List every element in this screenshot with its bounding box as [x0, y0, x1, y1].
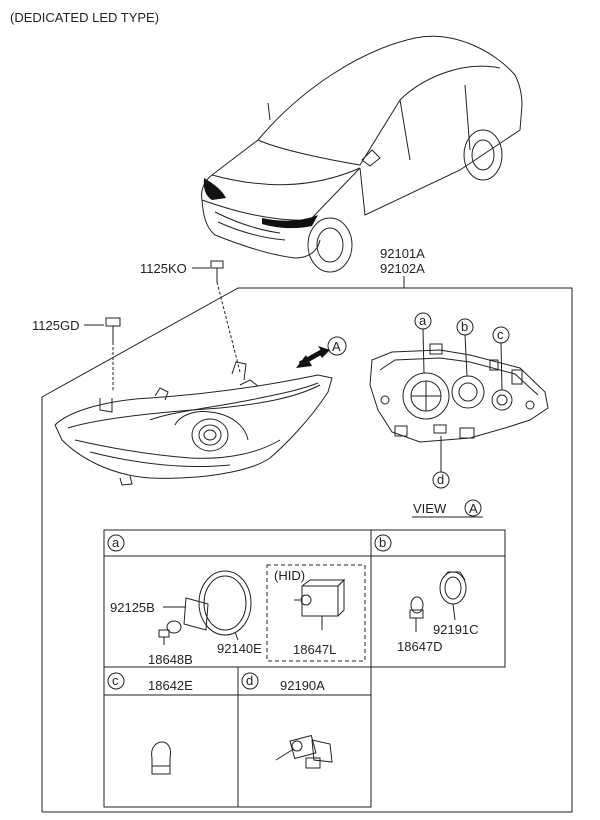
bulb-18647D-icon	[409, 596, 424, 632]
svg-text:c: c	[497, 327, 504, 342]
hid-label: (HID)	[274, 568, 305, 583]
parts-table	[103, 529, 506, 808]
car-illustration	[201, 35, 523, 273]
view-label: VIEW	[413, 501, 447, 516]
car-headlight-right	[262, 215, 318, 229]
hid-bulb-18647L-icon	[294, 578, 346, 630]
part-number-92190A: 92190A	[280, 678, 325, 693]
cell-d-circle	[241, 672, 259, 690]
headlamp-assembly	[54, 361, 333, 486]
view-a-arrow-letter: A	[332, 339, 341, 354]
callout-d: d	[432, 436, 450, 489]
ring-seal-92140E-icon	[198, 570, 252, 641]
diagram-title: (DEDICATED LED TYPE)	[10, 10, 159, 25]
part-number-92125B: 92125B	[110, 600, 155, 615]
socket-92191C-icon	[439, 571, 467, 621]
car-headlight-left	[203, 178, 226, 200]
actuator-92190A-icon	[275, 734, 333, 769]
svg-text:d: d	[437, 472, 444, 487]
cell-a-circle	[107, 534, 125, 552]
part-number-92140E: 92140E	[217, 641, 262, 656]
part-number-18647L: 18647L	[293, 642, 336, 657]
svg-text:a: a	[419, 313, 427, 328]
rear-housing-view-a	[369, 343, 549, 443]
callout-a: a	[414, 312, 432, 374]
view-a-arrow-icon	[296, 346, 330, 368]
cell-c-letter: c	[112, 673, 119, 688]
part-number-92101A: 92101A	[380, 246, 425, 261]
cell-b-letter: b	[379, 535, 386, 550]
part-number-1125GD: 1125GD	[32, 318, 79, 333]
part-number-18647D: 18647D	[397, 639, 443, 654]
view-letter-circle	[464, 499, 482, 517]
shield-plate-icon	[183, 597, 209, 631]
cell-a-letter: a	[112, 535, 120, 550]
bulb-18648B-icon	[158, 620, 182, 645]
bolt-1125GD-icon	[105, 317, 121, 392]
bulb-18642E-icon	[151, 741, 171, 775]
callout-b: b	[456, 318, 474, 377]
part-number-18642E: 18642E	[148, 678, 193, 693]
outline-frame	[41, 276, 573, 813]
part-number-18648B: 18648B	[148, 652, 193, 667]
cell-d-letter: d	[246, 673, 253, 688]
hid-dashed-box	[266, 564, 366, 662]
view-a-arrow-circle	[327, 336, 347, 356]
part-number-92191C: 92191C	[433, 622, 479, 637]
cell-b-circle	[374, 534, 392, 552]
part-number-92102A: 92102A	[380, 261, 425, 276]
callout-c: c	[492, 326, 510, 391]
cell-c-circle	[107, 672, 125, 690]
view-letter: A	[469, 501, 478, 516]
bolt-1125KO-icon	[210, 260, 241, 373]
svg-text:b: b	[461, 319, 468, 334]
part-number-1125KO: 1125KO	[140, 261, 187, 276]
